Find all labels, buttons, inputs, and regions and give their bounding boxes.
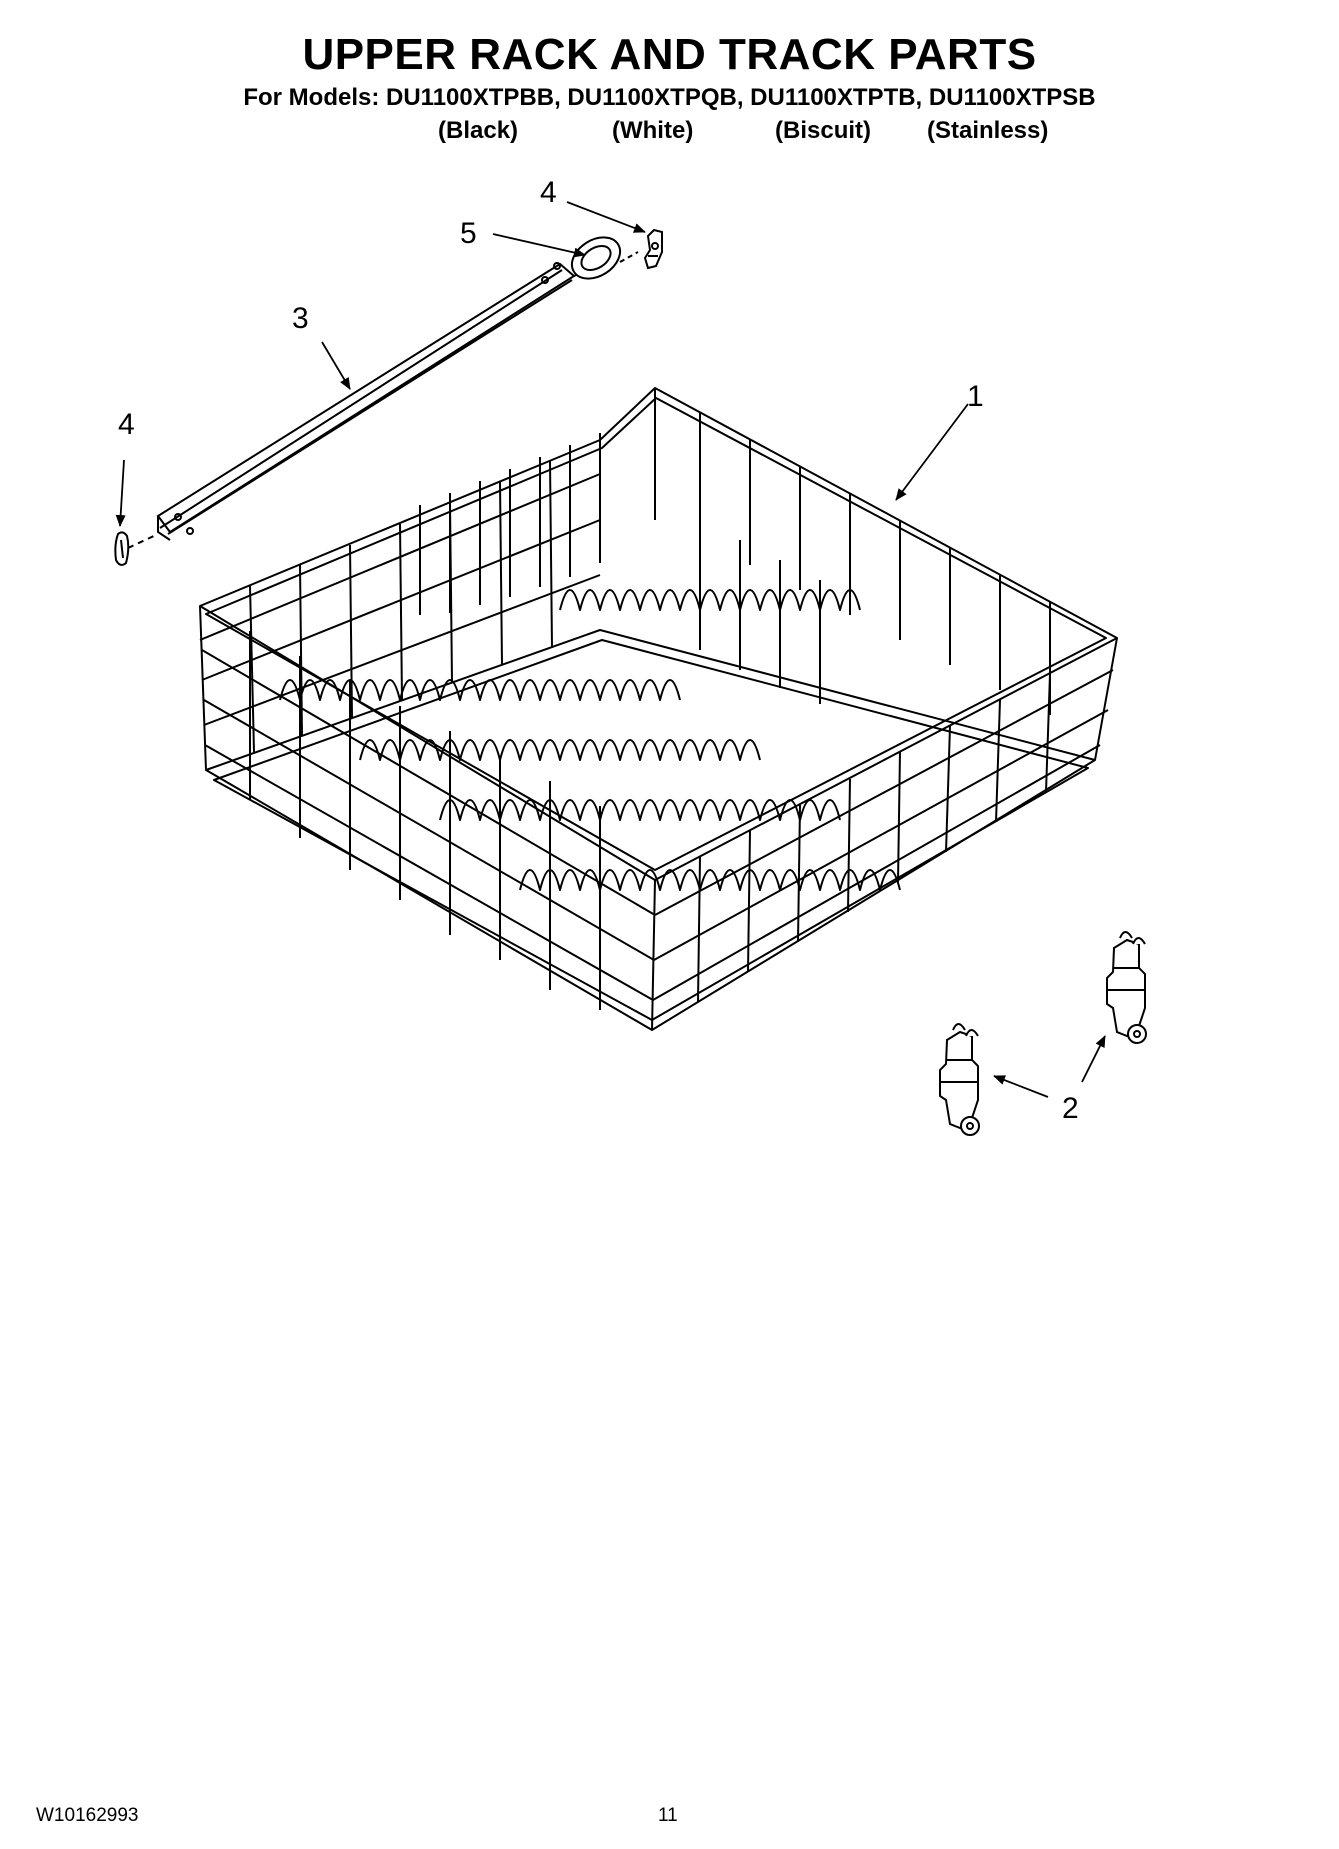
page-title: UPPER RACK AND TRACK PARTS: [302, 30, 1037, 79]
track-rail: [127, 262, 593, 549]
color-label-stainless: (Stainless): [927, 117, 1049, 144]
upper-rack: [199, 387, 1118, 1031]
color-labels: (Black) (White) (Biscuit) (Stainless): [0, 117, 1339, 147]
color-label-black: (Black): [438, 117, 519, 144]
color-label-biscuit: (Biscuit): [775, 117, 871, 144]
models-line: For Models: DU1100XTPBB, DU1100XTPQB, DU…: [243, 84, 1096, 111]
color-label-white: (White): [612, 117, 694, 144]
page-number: 11: [658, 1805, 678, 1826]
callout-rack: 1: [967, 380, 984, 413]
track-roller: [570, 236, 639, 280]
roller-assembly-right: [1106, 931, 1147, 1044]
callout-track-stop-left: 4: [118, 408, 135, 441]
callout-track: 3: [292, 302, 309, 335]
track-stop-top: [643, 228, 663, 270]
document-number: W10162993: [36, 1805, 139, 1826]
track-stop-left: [114, 531, 130, 566]
leader-lines: [115, 201, 1106, 1098]
callout-track-stop-top: 4: [540, 176, 557, 209]
roller-assembly-left: [939, 1023, 980, 1136]
callout-roller-assembly: 2: [1062, 1092, 1079, 1125]
callout-roller: 5: [460, 217, 477, 250]
